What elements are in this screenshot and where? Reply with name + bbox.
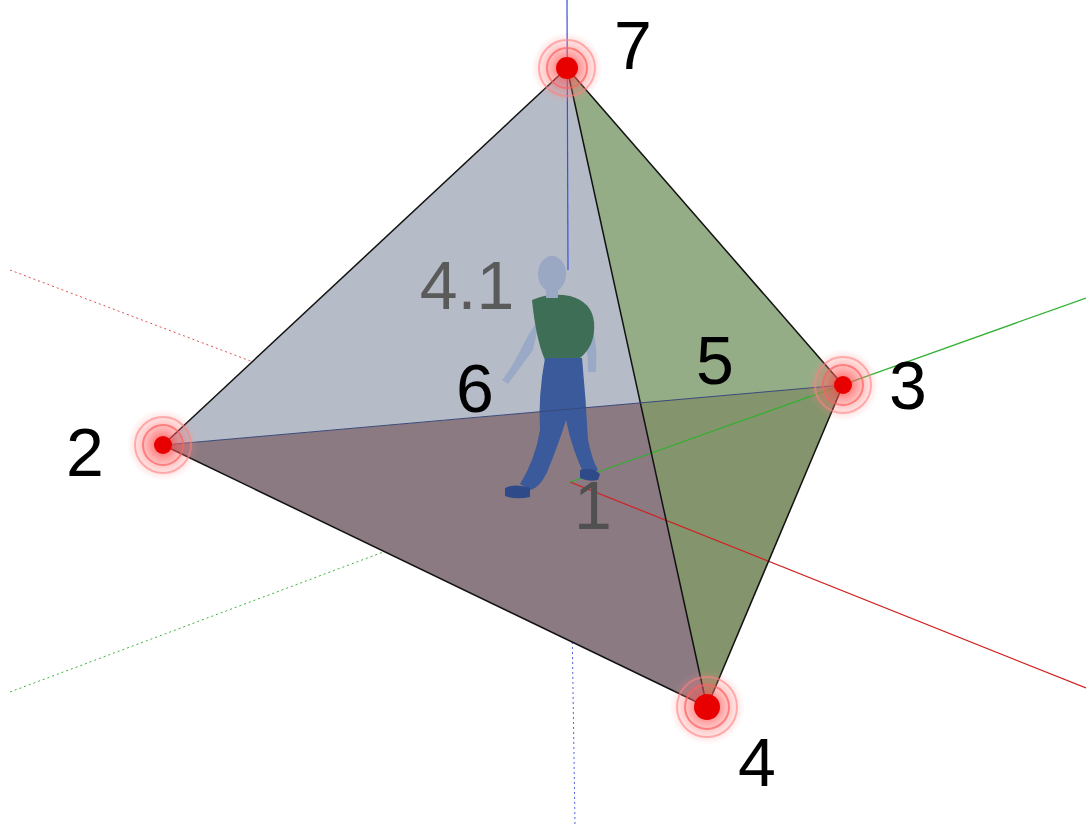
person-figure <box>502 256 600 498</box>
callout-number: 4.1 <box>420 251 515 319</box>
red-axis <box>570 482 1086 688</box>
callout-number: 6 <box>456 354 494 422</box>
callout-number: 2 <box>66 418 104 486</box>
callout-number: 5 <box>696 326 734 394</box>
callout-number: 3 <box>889 351 927 419</box>
green-axis <box>570 298 1086 482</box>
side-face <box>567 68 843 707</box>
callout-number: 7 <box>614 11 652 79</box>
vertex-markers <box>127 32 879 745</box>
tetrahedron-edges <box>163 68 843 707</box>
callout-number: 4 <box>738 728 776 796</box>
callout-number: 1 <box>574 471 612 539</box>
